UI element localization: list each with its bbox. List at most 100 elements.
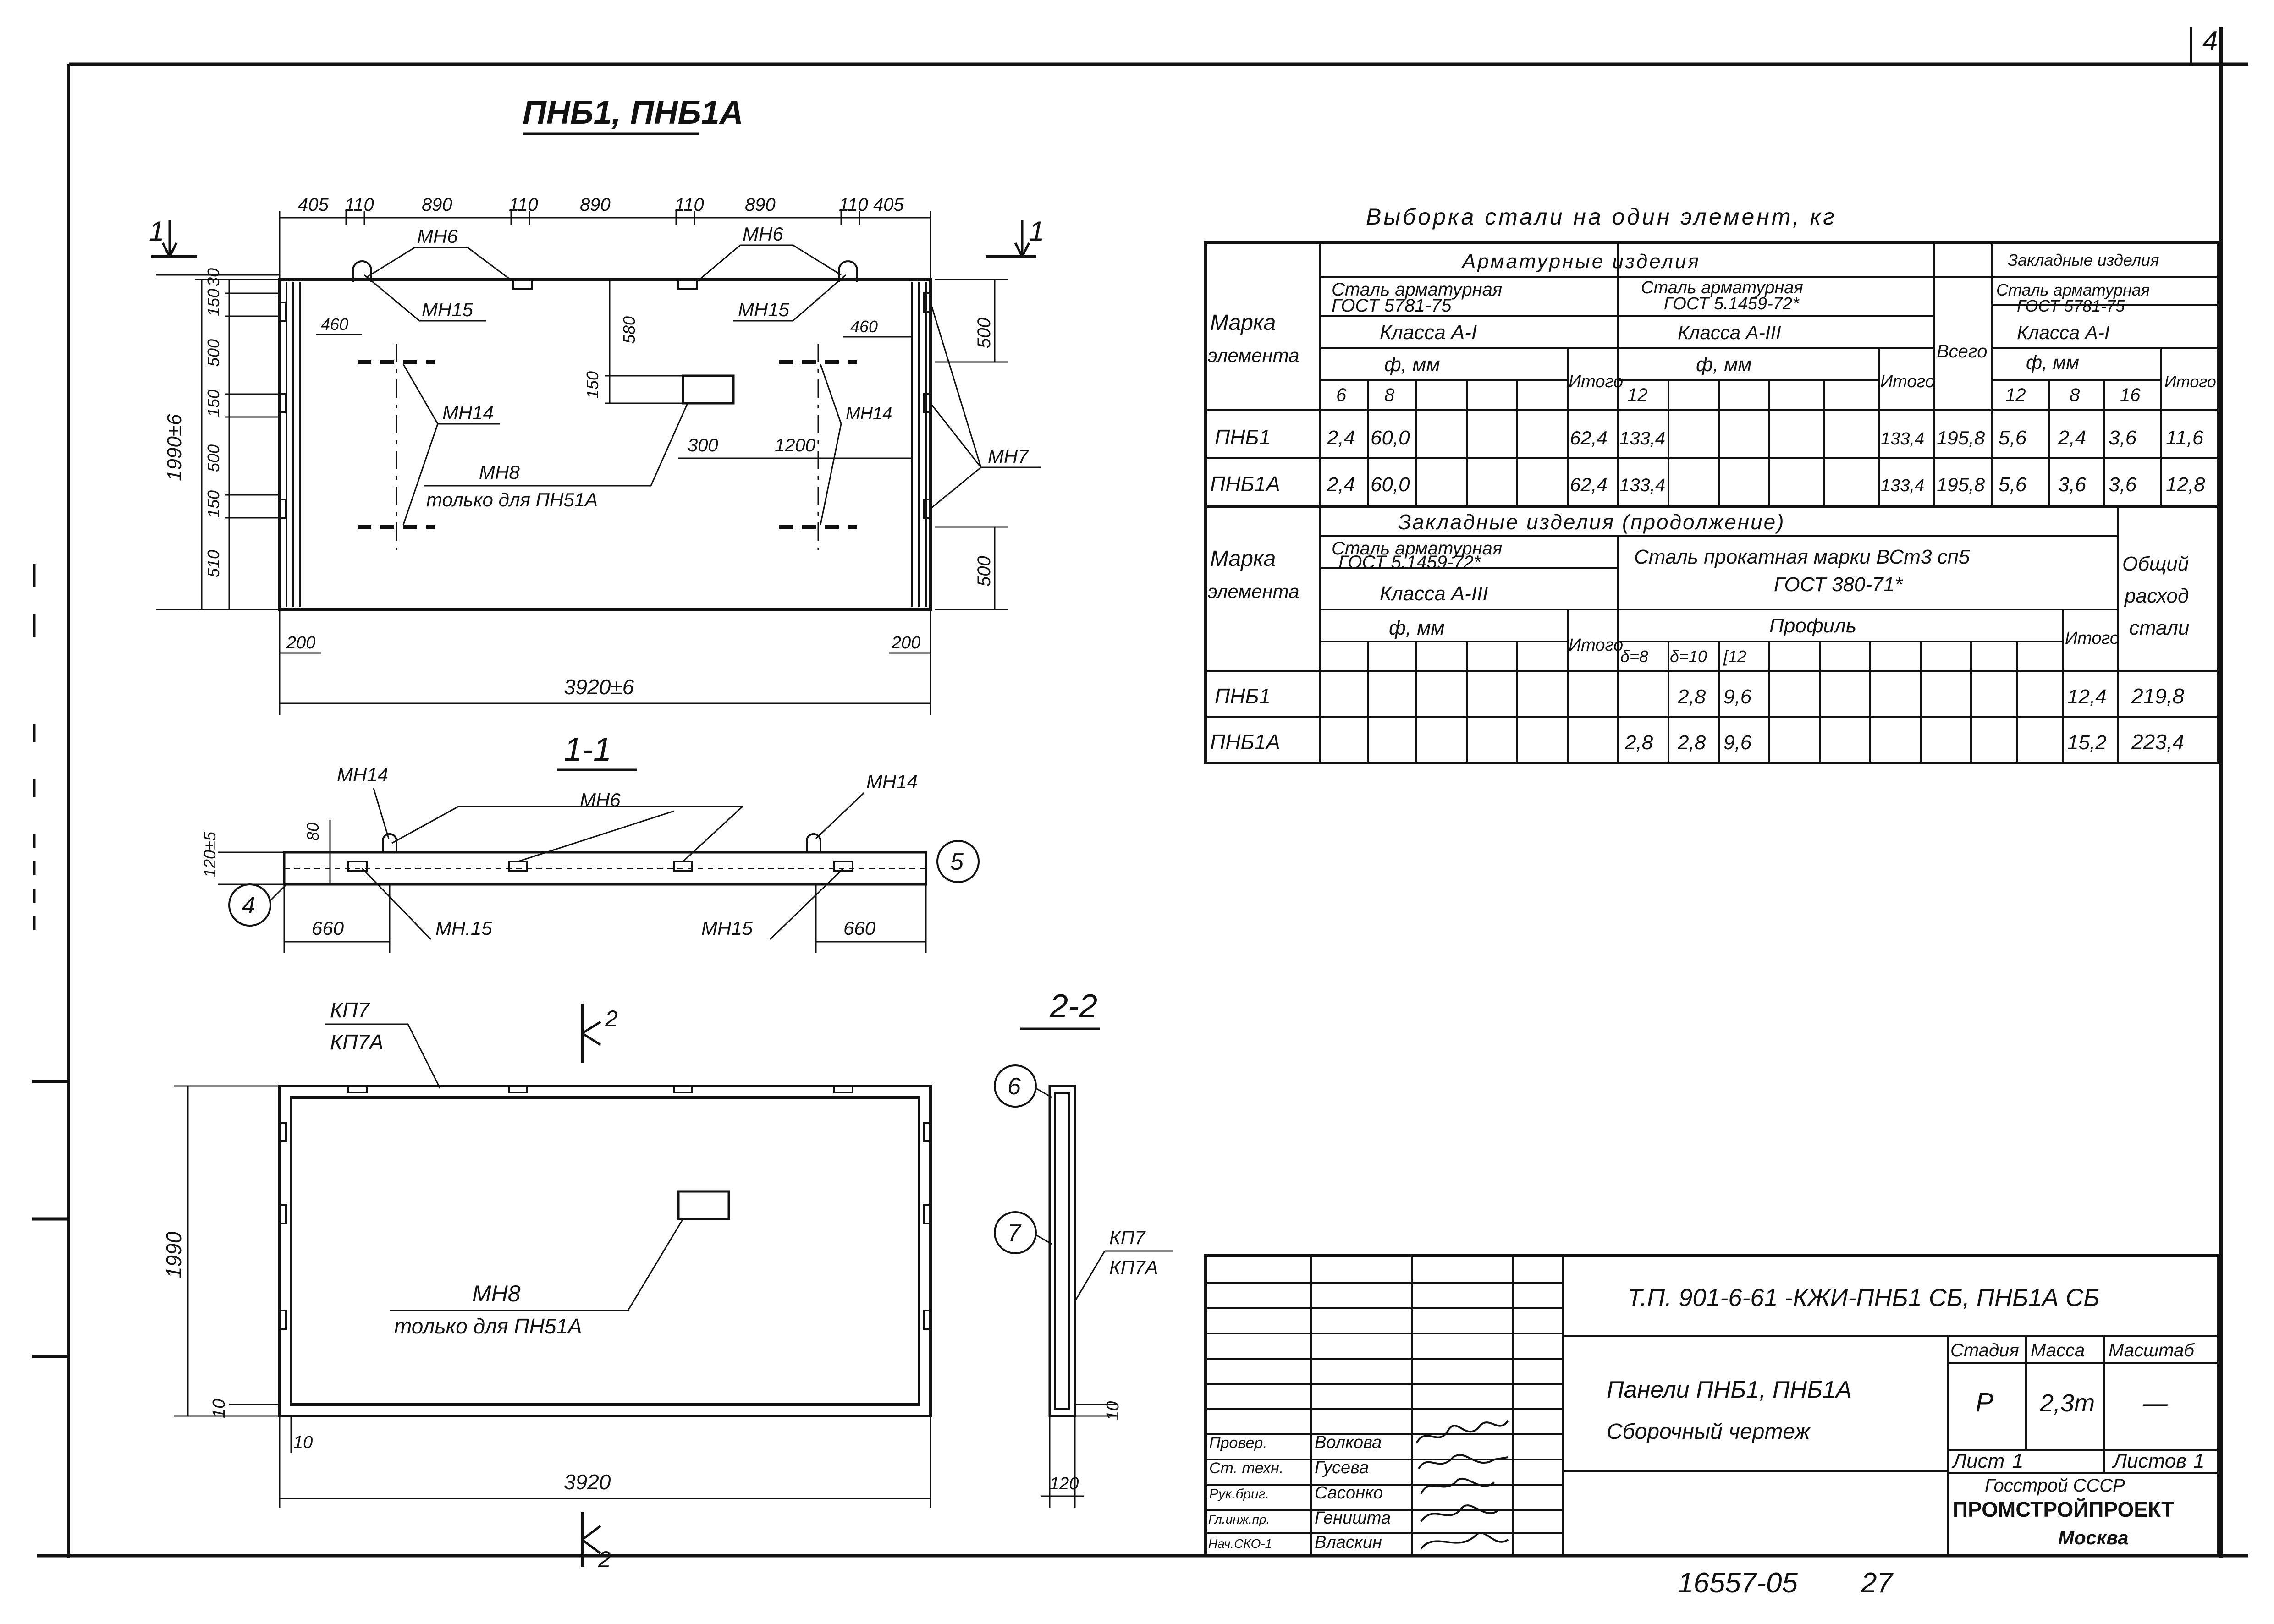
- dim-200-left: 200: [286, 633, 315, 653]
- sig-name-4: Геништа: [1315, 1509, 1391, 1528]
- t1-r1-z8: 2,4: [2058, 427, 2086, 449]
- s22-circle-7: 7: [1008, 1220, 1022, 1246]
- t1-vsego: Всего: [1937, 341, 1987, 362]
- t1-r2-itogo3: 12,8: [2166, 473, 2205, 496]
- dim-left-4: 150: [204, 390, 223, 417]
- tb-sheets-label: Листов: [2112, 1450, 2186, 1472]
- t2-r1-pd10: 2,8: [1677, 686, 1706, 708]
- t1-steel-a1: Сталь арматурная: [1332, 280, 1502, 300]
- section-2-2: 2-2 6 7 КП7 КП7А 10 120: [994, 988, 1173, 1508]
- tb-org-2: ПРОМСТРОЙПРОЕКТ: [1953, 1498, 2174, 1521]
- t2-r2-pd8: 2,8: [1624, 731, 1653, 754]
- steel-table: Выборка стали на один элемент, кг: [1204, 204, 2220, 764]
- t1-r2-z16: 3,6: [2109, 473, 2137, 496]
- t1-r1-d6: 2,4: [1327, 427, 1355, 449]
- elev-dim-width: 3920: [564, 1470, 611, 1494]
- dim-left-1: 30: [204, 268, 223, 286]
- dim-580: 580: [620, 316, 639, 344]
- steel-table-title: Выборка стали на один элемент, кг: [1366, 204, 1837, 230]
- s11-circle-5: 5: [950, 849, 964, 875]
- t2-r1-pc12: 9,6: [1723, 686, 1752, 708]
- t1-r1-d12: 133,4: [1619, 428, 1665, 449]
- t1-gost-a1: ГОСТ 5781-75: [1332, 296, 1452, 316]
- signature-row: Ст. техн. Гусева: [1209, 1458, 1369, 1477]
- dim-panel-width: 3920±6: [564, 675, 634, 699]
- t2-steel-a3: Сталь арматурная: [1332, 538, 1502, 559]
- section-mark-right: 1: [1029, 216, 1044, 247]
- tb-stage: Р: [1976, 1388, 1993, 1417]
- tb-stage-label: Стадия: [1950, 1340, 2019, 1361]
- elev-label-mn8-note: только для ПН51А: [394, 1314, 582, 1338]
- t2-profile: Профиль: [1769, 614, 1856, 637]
- dim-200-right: 200: [891, 633, 920, 653]
- t1-phi-a3: ф, мм: [1696, 353, 1752, 376]
- t2-p-d8: δ=8: [1620, 647, 1648, 666]
- dim-1200: 1200: [775, 435, 815, 455]
- t1-itogo-2: Итого: [1880, 372, 1935, 391]
- t1-steel-a3: Сталь арматурная: [1641, 278, 1803, 297]
- s11-label-mn6: МН6: [580, 789, 621, 811]
- section-2-2-title: 2-2: [1049, 988, 1097, 1025]
- dim-left-3: 500: [204, 339, 223, 367]
- dim-top-3: 890: [422, 195, 452, 215]
- dim-top-6: 110: [675, 195, 704, 215]
- t2-phi: ф, мм: [1389, 617, 1445, 639]
- t2-total-1: Общий: [2122, 553, 2189, 575]
- sig-role-1: Провер.: [1209, 1434, 1267, 1452]
- sig-role-3: Рук.бриг.: [1209, 1487, 1269, 1502]
- section-1-1-title: 1-1: [564, 731, 611, 768]
- t2-itogo: Итого: [1569, 636, 1623, 655]
- dim-top-9: 405: [873, 195, 904, 215]
- t2-p-d10: δ=10: [1670, 647, 1707, 666]
- label-mn14-right: МН14: [846, 404, 892, 423]
- t2-total-3: стали: [2129, 617, 2189, 639]
- t1-armatura-group: Арматурные изделия: [1461, 250, 1701, 273]
- tb-mass: 2,3т: [2039, 1389, 2095, 1417]
- t2-p-c12: [12: [1723, 647, 1746, 666]
- table-row: ПНБ1А 2,8 2,8 9,6 15,2 223,4: [1210, 730, 2184, 754]
- tb-scale-label: Масштаб: [2109, 1340, 2195, 1361]
- elev-section-mark-bottom: 2: [598, 1547, 611, 1572]
- dim-460-left: 460: [321, 315, 348, 334]
- s11-label-mn14-right: МН14: [866, 771, 918, 792]
- dim-top-2: 110: [345, 195, 374, 215]
- dim-left-5: 500: [204, 444, 223, 472]
- table-row: ПНБ1А 2,4 60,0 62,4 133,4 133,4 195,8 5,…: [1210, 472, 2205, 496]
- sig-name-3: Сасонко: [1315, 1483, 1383, 1503]
- elev-label-kp7a: КП7А: [330, 1030, 384, 1054]
- s11-dim-660-right: 660: [843, 917, 876, 939]
- label-mn8: МН8: [479, 461, 520, 483]
- corner-mark: 4: [2202, 26, 2218, 56]
- dim-left-7: 510: [204, 550, 223, 577]
- t1-itogo-1: Итого: [1569, 372, 1623, 391]
- t2-r1-mark: ПНБ1: [1215, 684, 1271, 708]
- tb-scale: —: [2142, 1389, 2168, 1417]
- t1-r1-d8: 60,0: [1371, 427, 1410, 449]
- s11-label-mn15-left: МН.15: [435, 917, 492, 939]
- sig-name-2: Гусева: [1315, 1458, 1369, 1477]
- t2-itogo-p: Итого: [2065, 629, 2120, 648]
- t2-r2-itogo: 15,2: [2067, 731, 2107, 754]
- label-mn15-right: МН15: [738, 299, 790, 320]
- t1-r2-itogo1: 62,4: [1570, 474, 1608, 495]
- t1-marka: Марка: [1210, 311, 1276, 335]
- t1-r1-z12: 5,6: [1999, 427, 2027, 449]
- elev-dim-10-bottom: 10: [293, 1433, 313, 1452]
- t2-r2-mark: ПНБ1А: [1210, 730, 1280, 754]
- s11-dim-120: 120±5: [200, 831, 219, 878]
- t1-d6: 6: [1336, 385, 1347, 405]
- tb-mass-label: Масса: [2031, 1340, 2085, 1361]
- tb-org-3: Москва: [2058, 1527, 2128, 1548]
- dim-top-1: 405: [298, 195, 329, 215]
- label-mn15-left: МН15: [422, 299, 474, 320]
- dim-top-7: 890: [745, 195, 776, 215]
- t1-r1-mark: ПНБ1: [1215, 425, 1271, 449]
- label-mn8-note: только для ПН51А: [426, 489, 598, 510]
- t1-gost-z: ГОСТ 5781-75: [2017, 296, 2125, 315]
- tb-name-2: Сборочный чертеж: [1607, 1420, 1811, 1444]
- dim-left-6: 150: [204, 490, 223, 518]
- t2-marka: Марка: [1210, 547, 1276, 571]
- dim-top-4: 110: [509, 195, 538, 215]
- signature-row: Нач.СКО-1 Власкин: [1208, 1533, 1382, 1552]
- table-row: ПНБ1 2,4 60,0 62,4 133,4 133,4 195,8 5,6…: [1215, 425, 2204, 449]
